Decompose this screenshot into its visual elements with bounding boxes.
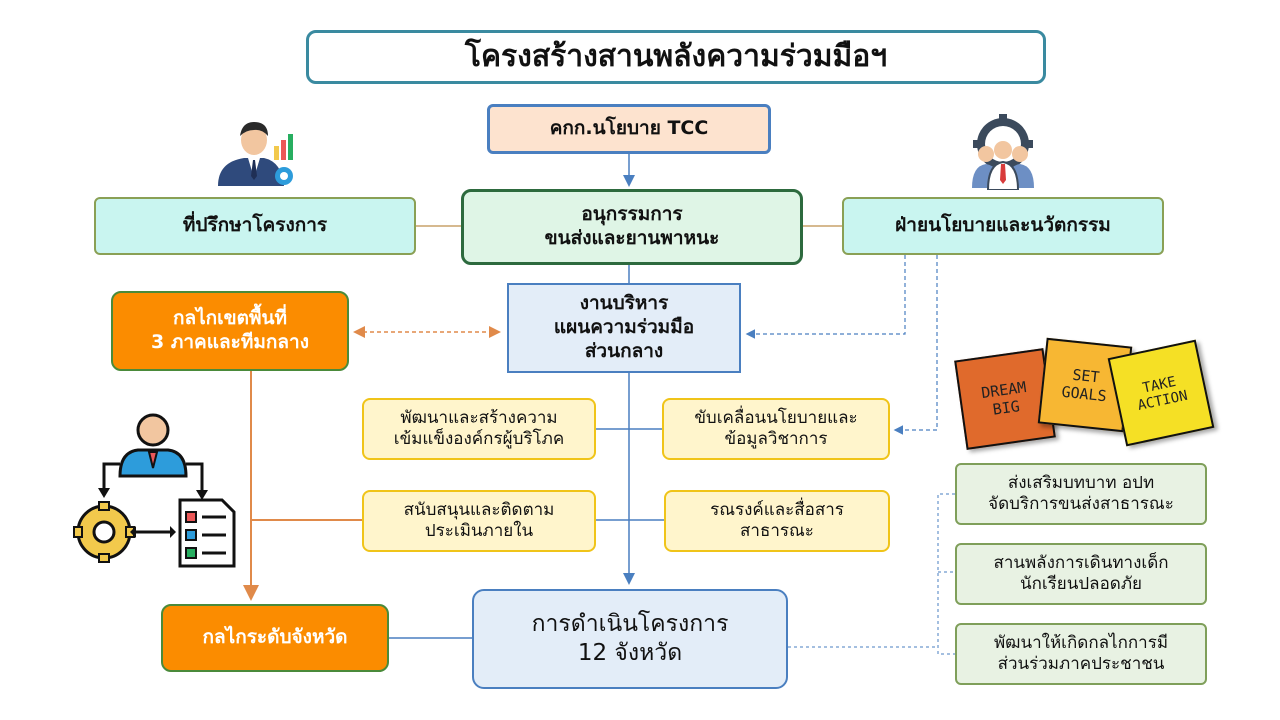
activity-student-safety-node: สานพลังการเดินทางเด็ก นักเรียนปลอดภัย: [955, 543, 1207, 605]
activity-local-transport-node: ส่งเสริมบทบาท อปท จัดบริการขนส่งสาธารณะ: [955, 463, 1207, 525]
manager-workflow-icon: [73, 413, 236, 568]
regional-line-2: 3 ภาคและทีมกลาง: [151, 331, 309, 353]
management-line-2: แผนความร่วมมือ: [553, 316, 695, 339]
task-consumer-line-2: เข้มแข็งองค์กรผู้บริโภค: [393, 429, 565, 449]
sticky-note-take-action: TAKE ACTION: [1107, 339, 1215, 447]
motivation-sticky-notes: DREAM BIG SET GOALS TAKE ACTION: [952, 337, 1215, 450]
central-management-node: งานบริหาร แผนความร่วมมือ ส่วนกลาง: [507, 283, 741, 373]
management-line-3: ส่วนกลาง: [584, 339, 664, 362]
activity-1-line-1: ส่งเสริมบทบาท อปท: [1007, 472, 1155, 493]
task-policy-line-2: ข้อมูลวิชาการ: [724, 429, 828, 449]
team-gear-icon: [972, 114, 1034, 190]
task-policy-line-1: ขับเคลื่อนนโยบายและ: [694, 407, 858, 428]
regional-mechanism-node: กลไกเขตพื้นที่ 3 ภาคและทีมกลาง: [111, 291, 349, 371]
sticky-1-line-2: BIG: [991, 397, 1021, 419]
provincial-mechanism-node: กลไกระดับจังหวัด: [161, 604, 389, 672]
policy-innovation-node: ฝ่ายนโยบายและนวัตกรรม: [842, 197, 1164, 255]
regional-line-1: กลไกเขตพื้นที่: [172, 307, 288, 330]
task-campaign-node: รณรงค์และสื่อสาร สาธารณะ: [664, 490, 890, 552]
operations-line-1: การดำเนินโครงการ: [531, 611, 729, 638]
task-consumer-line-1: พัฒนาและสร้างความ: [400, 407, 558, 428]
task-support-evaluation-node: สนับสนุนและติดตาม ประเมินภายใน: [362, 490, 596, 552]
activity-3-line-1: พัฒนาให้เกิดกลไกการมี: [993, 632, 1169, 653]
activity-2-line-2: นักเรียนปลอดภัย: [1019, 574, 1143, 594]
task-policy-academic-node: ขับเคลื่อนนโยบายและ ข้อมูลวิชาการ: [662, 398, 890, 460]
activity-2-line-1: สานพลังการเดินทางเด็ก: [993, 552, 1169, 573]
businessman-chart-icon: [218, 122, 293, 186]
task-consumer-org-node: พัฒนาและสร้างความ เข้มแข็งองค์กรผู้บริโภ…: [362, 398, 596, 460]
activity-1-line-2: จัดบริการขนส่งสาธารณะ: [988, 494, 1174, 514]
task-support-line-2: ประเมินภายใน: [424, 521, 534, 541]
page-title: โครงสร้างสานพลังความร่วมมือฯ: [306, 30, 1046, 84]
tcc-policy-committee-node: คกก.นโยบาย TCC: [487, 104, 771, 154]
committee-line-2: ขนส่งและยานพาหนะ: [544, 227, 720, 249]
operations-line-2: 12 จังหวัด: [577, 640, 683, 666]
task-campaign-line-2: สาธารณะ: [740, 521, 814, 541]
task-campaign-line-1: รณรงค์และสื่อสาร: [710, 499, 844, 520]
transport-subcommittee-node: อนุกรรมการ ขนส่งและยานพาหนะ: [461, 189, 803, 265]
task-support-line-1: สนับสนุนและติดตาม: [403, 499, 555, 520]
activity-public-participation-node: พัฒนาให้เกิดกลไกการมี ส่วนร่วมภาคประชาชน: [955, 623, 1207, 685]
sticky-2-line-2: GOALS: [1060, 382, 1108, 406]
activity-3-line-2: ส่วนร่วมภาคประชาชน: [997, 654, 1165, 674]
project-operations-node: การดำเนินโครงการ 12 จังหวัด: [472, 589, 788, 689]
project-advisor-node: ที่ปรึกษาโครงการ: [94, 197, 416, 255]
committee-line-1: อนุกรรมการ: [581, 203, 683, 226]
management-line-1: งานบริหาร: [579, 292, 669, 315]
